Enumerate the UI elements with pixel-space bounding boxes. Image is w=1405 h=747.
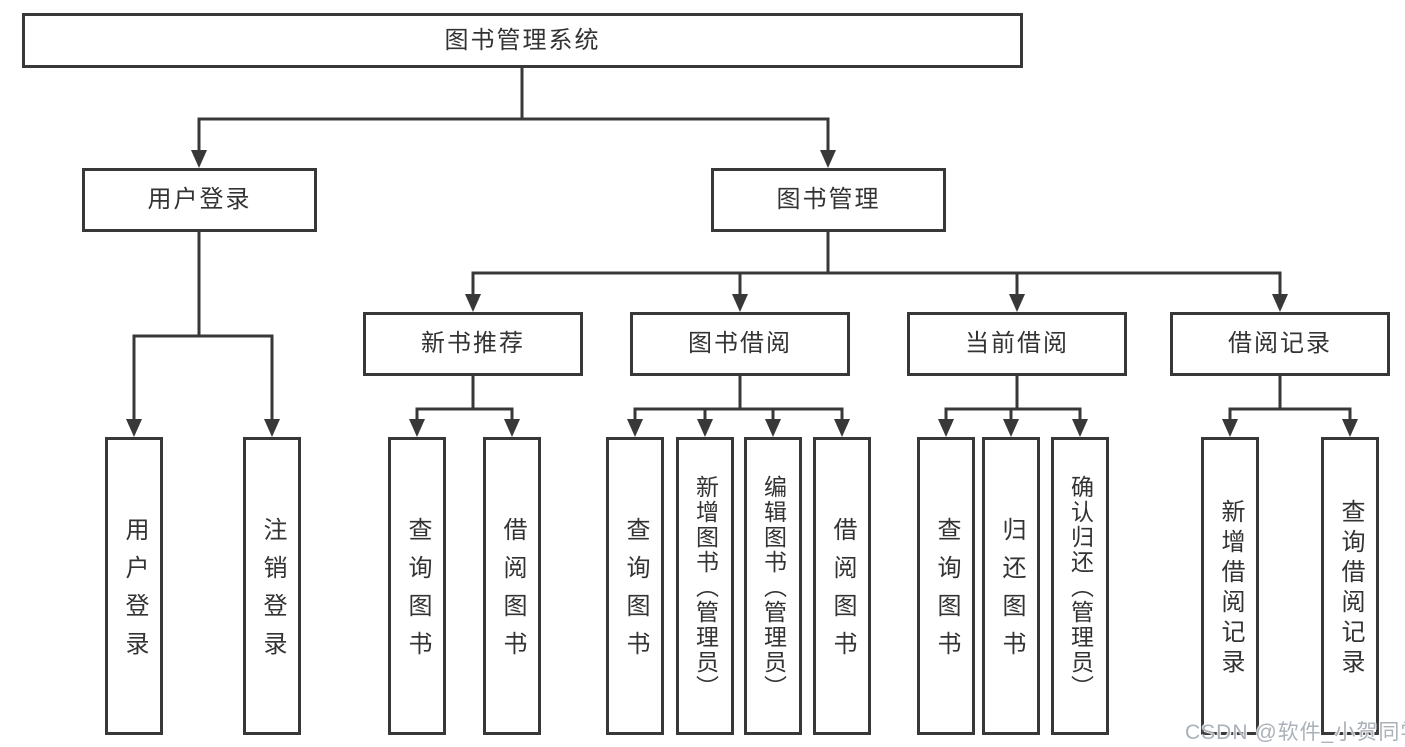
- leaf-query-books-3: 查询图书: [917, 437, 975, 735]
- leaf-query-books-1-label: 查询图书: [404, 517, 431, 669]
- leaf-query-books-2-label: 查询图书: [622, 517, 649, 669]
- leaf-add-borrow-record-label: 新增借阅记录: [1217, 499, 1244, 679]
- leaf-user-login: 用户登录: [105, 437, 163, 735]
- node-new-book-recommend: 新书推荐: [363, 312, 583, 376]
- leaf-edit-books-admin-label: 编辑图书（管理员）: [760, 474, 787, 700]
- leaf-edit-books-admin: 编辑图书（管理员）: [744, 437, 802, 735]
- leaf-return-books: 归还图书: [982, 437, 1040, 735]
- leaf-confirm-return-admin: 确认归还（管理员）: [1051, 437, 1109, 735]
- leaf-logout-label: 注销登录: [259, 517, 286, 669]
- leaf-logout: 注销登录: [243, 437, 301, 735]
- leaf-confirm-return-admin-label: 确认归还（管理员）: [1067, 474, 1094, 700]
- node-book-management-label: 图书管理: [776, 186, 881, 213]
- leaf-borrow-books-2-label: 借阅图书: [829, 517, 856, 669]
- node-current-borrow: 当前借阅: [907, 312, 1127, 376]
- node-new-book-recommend-label: 新书推荐: [421, 330, 525, 357]
- leaf-borrow-books-1: 借阅图书: [483, 437, 541, 735]
- node-book-borrow-label: 图书借阅: [688, 330, 792, 357]
- node-book-management: 图书管理: [711, 168, 946, 232]
- leaf-add-borrow-record: 新增借阅记录: [1201, 437, 1259, 735]
- node-borrow-records: 借阅记录: [1170, 312, 1390, 376]
- leaf-return-books-label: 归还图书: [998, 517, 1025, 669]
- leaf-borrow-books-2: 借阅图书: [813, 437, 871, 735]
- leaf-query-borrow-record-label: 查询借阅记录: [1337, 499, 1364, 679]
- node-user-login-label: 用户登录: [147, 186, 252, 213]
- node-root-label: 图书管理系统: [444, 26, 601, 54]
- node-borrow-records-label: 借阅记录: [1228, 330, 1332, 357]
- leaf-query-books-1: 查询图书: [388, 437, 446, 735]
- leaf-query-borrow-record: 查询借阅记录: [1321, 437, 1379, 735]
- node-book-borrow: 图书借阅: [630, 312, 850, 376]
- leaf-borrow-books-1-label: 借阅图书: [499, 517, 526, 669]
- leaf-add-books-admin: 新增图书（管理员）: [676, 437, 734, 735]
- leaf-add-books-admin-label: 新增图书（管理员）: [692, 474, 719, 700]
- leaf-user-login-label: 用户登录: [121, 517, 148, 669]
- leaf-query-books-2: 查询图书: [606, 437, 664, 735]
- node-user-login: 用户登录: [82, 168, 317, 232]
- leaf-query-books-3-label: 查询图书: [933, 517, 960, 669]
- csdn-watermark: CSDN @软件_小贺同学: [1185, 721, 1405, 744]
- node-current-borrow-label: 当前借阅: [965, 330, 1069, 357]
- node-root-system: 图书管理系统: [22, 13, 1023, 68]
